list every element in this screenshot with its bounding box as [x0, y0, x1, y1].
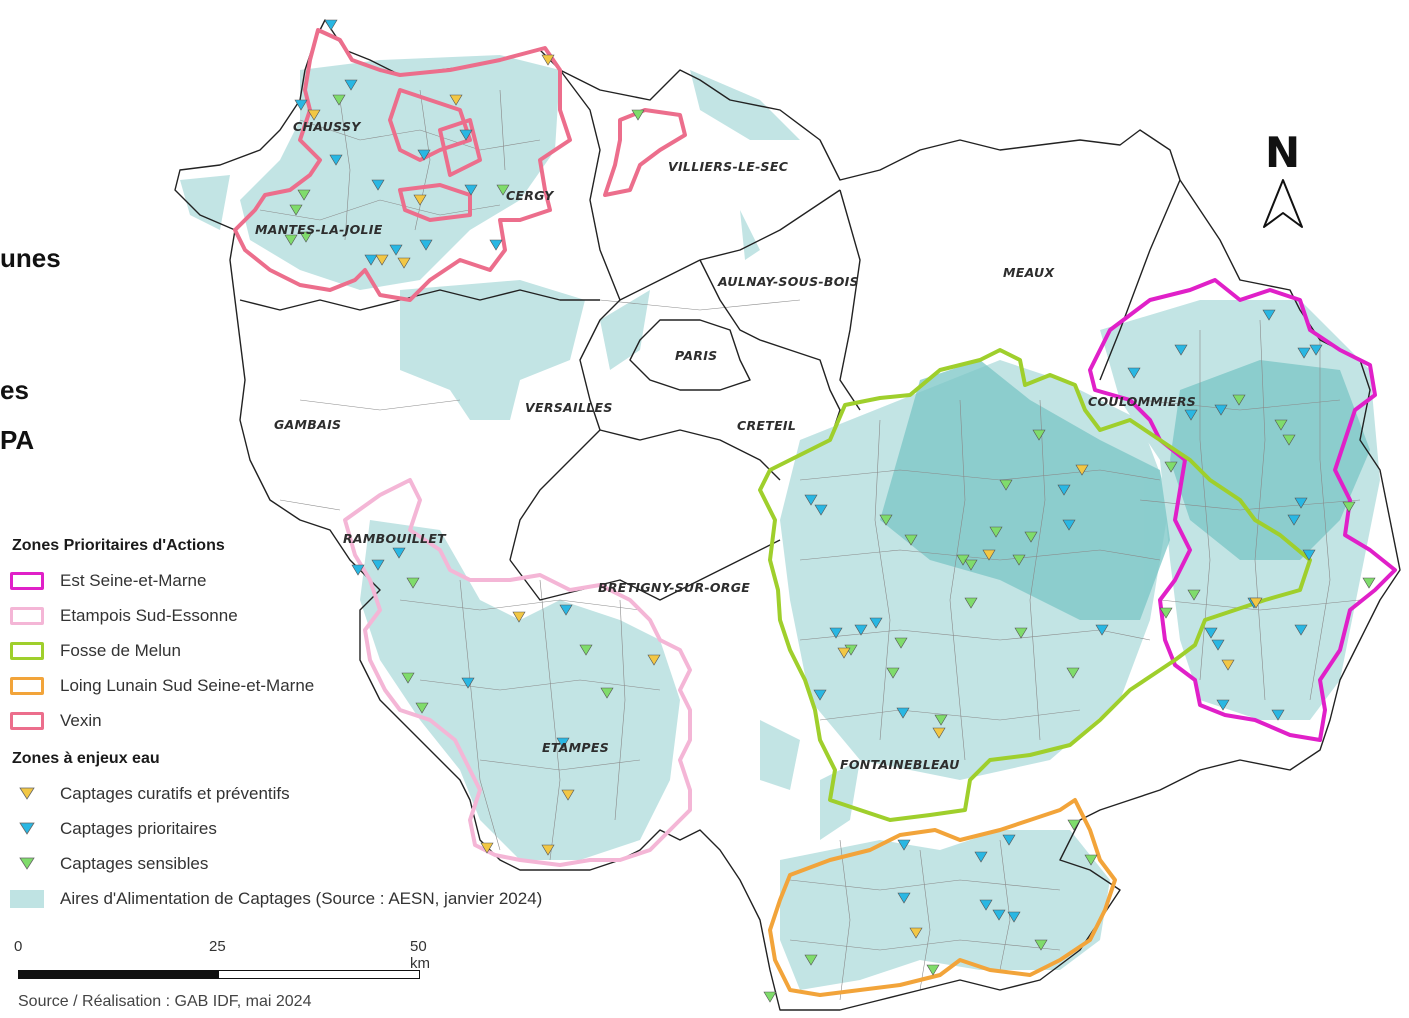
- legend-item: Est Seine-et-Marne: [10, 563, 610, 598]
- place-label: CERGY: [506, 188, 555, 203]
- triangle-down-icon: [10, 857, 44, 870]
- triangle-down-icon: [10, 822, 44, 835]
- place-label: MEAUX: [1003, 265, 1055, 280]
- cropped-text: PA: [0, 425, 35, 455]
- scale-tick: 50 km: [410, 938, 430, 972]
- legend-item: Captages sensibles: [10, 846, 610, 881]
- place-label: CRETEIL: [737, 418, 796, 433]
- legend-label: Est Seine-et-Marne: [60, 570, 207, 590]
- legend-item: Captages prioritaires: [10, 811, 610, 846]
- scale-graphic: [18, 970, 420, 979]
- legend-label: Aires d'Alimentation de Captages (Source…: [60, 888, 543, 908]
- legend-item: Fosse de Melun: [10, 633, 610, 668]
- zpa-vexin: [233, 28, 687, 302]
- zpa-etampois-sud-essonne: [343, 478, 692, 867]
- legend-label: Vexin: [60, 710, 102, 730]
- map-legend: Zones Prioritaires d'Actions Est Seine-e…: [10, 535, 610, 916]
- scale-tick: 0: [14, 938, 23, 955]
- zpa-swatch: [10, 676, 44, 695]
- captages-curatifs-preventifs: [307, 54, 1263, 939]
- place-label: FONTAINEBLEAU: [840, 757, 960, 772]
- legend-item: Loing Lunain Sud Seine-et-Marne: [10, 668, 610, 703]
- legend-item: Aires d'Alimentation de Captages (Source…: [10, 881, 610, 916]
- captages-sensibles: [284, 94, 1376, 1003]
- legend-item: Captages curatifs et préventifs: [10, 776, 610, 811]
- commune-borders: [259, 89, 1361, 1001]
- place-label: GAMBAIS: [274, 417, 341, 432]
- north-arrow-icon: [1263, 179, 1303, 228]
- place-label: RAMBOUILLET: [343, 531, 447, 546]
- place-label: AULNAY-SOUS-BOIS: [717, 274, 859, 289]
- zpa-swatch: [10, 641, 44, 660]
- source-credit: Source / Réalisation : GAB IDF, mai 2024: [18, 993, 312, 1010]
- legend-label: Captages sensibles: [60, 853, 209, 873]
- place-label: MANTES-LA-JOLIE: [255, 222, 383, 237]
- place-label: VERSAILLES: [525, 400, 613, 415]
- legend-water-title: Zones à enjeux eau: [12, 750, 160, 767]
- legend-label: Loing Lunain Sud Seine-et-Marne: [60, 675, 315, 695]
- legend-label: Etampois Sud-Essonne: [60, 605, 238, 625]
- legend-zones-title: Zones Prioritaires d'Actions: [12, 537, 225, 554]
- zpa-est-seine-et-marne: [1088, 278, 1397, 742]
- place-label: CHAUSSY: [293, 119, 362, 134]
- triangle-down-icon: [10, 787, 44, 800]
- north-label: N: [1265, 128, 1300, 177]
- scale-bar: 0 25 50 km: [10, 938, 450, 988]
- zpa-swatch: [10, 711, 44, 730]
- cropped-text: unes: [0, 243, 61, 273]
- place-label: ETAMPES: [542, 740, 609, 755]
- zpa-swatch: [10, 571, 44, 590]
- zpa-fosse-de-melun: [758, 348, 1312, 822]
- cropped-text: es: [0, 375, 29, 405]
- place-label: VILLIERS-LE-SEC: [668, 159, 789, 174]
- place-label: BRETIGNY-SUR-ORGE: [598, 580, 750, 595]
- place-label: COULOMMIERS: [1088, 394, 1196, 409]
- area-swatch: [10, 889, 44, 908]
- zpa-loing-lunain: [768, 798, 1117, 997]
- place-labels: CHAUSSY VILLIERS-LE-SEC CERGY MANTES-LA-…: [255, 119, 1196, 772]
- legend-label: Captages curatifs et préventifs: [60, 783, 290, 803]
- north-arrow: N: [1263, 128, 1303, 228]
- legend-label: Fosse de Melun: [60, 640, 181, 660]
- legend-item: Vexin: [10, 703, 610, 738]
- place-label: PARIS: [675, 348, 717, 363]
- zpa-swatch: [10, 606, 44, 625]
- legend-item: Etampois Sud-Essonne: [10, 598, 610, 633]
- legend-label: Captages prioritaires: [60, 818, 217, 838]
- scale-tick: 25: [209, 938, 226, 955]
